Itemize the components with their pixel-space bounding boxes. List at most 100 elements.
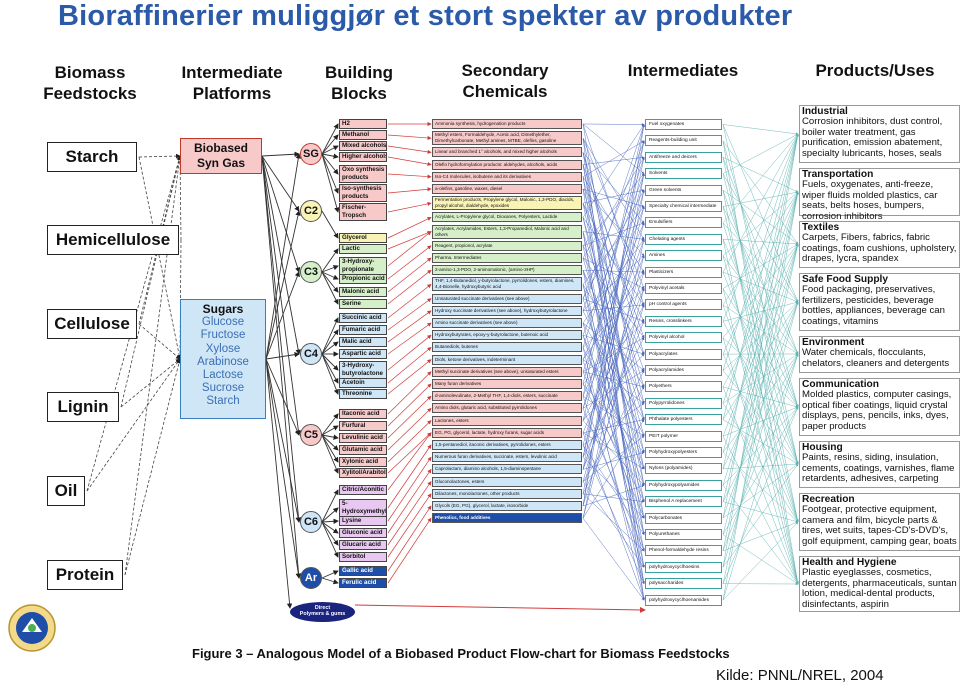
building-block: 3-Hydroxy-butyrolactone: [339, 361, 387, 379]
flow-arrow: [582, 270, 645, 404]
flow-arrow: [321, 265, 339, 273]
flow-arrow: [722, 301, 799, 519]
flow-arrow: [582, 217, 645, 437]
flow-arrow: [582, 124, 645, 507]
flow-arrow: [722, 353, 799, 551]
intermediate-item: Phenol-formaldehyde resins: [645, 545, 722, 557]
flow-arrow: [582, 152, 645, 355]
flow-arrow: [582, 304, 645, 421]
flow-arrow: [582, 270, 645, 453]
flow-arrow: [321, 521, 339, 558]
group-ar: Ar: [300, 567, 322, 589]
flow-arrow: [387, 217, 432, 239]
flow-arrow: [722, 463, 799, 568]
product-use-text: Fuels, oxygenates, anti-freeze, wiper fl…: [802, 179, 938, 222]
flow-arrow: [582, 271, 645, 470]
product-use-text: Corrosion inhibitors, dust control, boil…: [802, 116, 943, 159]
secondary-chemical: Glycols (EG, PG), glycerol, lactate, iso…: [432, 501, 582, 511]
flow-arrow: [387, 383, 432, 427]
product-use-text: Carpets, Fibers, fabrics, fabric coating…: [802, 232, 957, 265]
building-block: Glycerol: [339, 233, 387, 243]
flow-arrow: [321, 353, 339, 384]
flow-arrow: [582, 383, 645, 503]
intermediate-item: Chelating agents: [645, 233, 722, 245]
flow-arrow: [722, 243, 799, 486]
flow-arrow: [321, 271, 339, 293]
flow-arrow: [582, 189, 645, 204]
flow-arrow: [582, 359, 645, 585]
flow-arrow: [582, 206, 645, 285]
flow-arrow: [582, 419, 645, 519]
building-block: Ferulic acid: [339, 578, 387, 588]
product-use-heading: Industrial: [802, 106, 848, 117]
intermediate-item: Polyacrylamides: [645, 365, 722, 376]
flow-arrow: [582, 123, 645, 174]
flow-arrow: [722, 353, 799, 601]
flow-arrow: [722, 124, 799, 465]
feedstock-protein: Protein: [47, 560, 123, 590]
flow-arrow: [387, 145, 432, 154]
flow-arrow: [387, 493, 432, 558]
intermediate-item: Fuel oxygenates: [645, 119, 722, 130]
product-use-heading: Housing: [802, 442, 843, 453]
flow-arrow: [722, 301, 799, 568]
flow-arrow: [321, 153, 340, 213]
flow-arrow: [321, 210, 339, 239]
secondary-chemical: Iso-C4 molecules, isobutene and its deri…: [432, 171, 582, 182]
flow-arrow: [582, 156, 645, 259]
flow-arrow: [582, 481, 645, 568]
flow-arrow: [722, 173, 799, 465]
flow-arrow: [265, 358, 293, 609]
direct-label: Direct Polymers & gums: [299, 605, 346, 617]
header-products-uses: Products/Uses: [815, 61, 935, 80]
intermediate-item: Plasticizers: [645, 266, 722, 278]
flow-arrow: [124, 358, 182, 576]
secondary-chemical: EG, PG, glycerol, lactate, hydroxy furan…: [432, 427, 582, 438]
building-block: Levulinic acid: [339, 433, 387, 443]
flow-arrow: [722, 133, 799, 224]
flow-arrow: [120, 155, 182, 408]
flow-arrow: [387, 359, 432, 395]
building-block: Xylonic acid: [339, 457, 387, 467]
flow-arrow: [387, 432, 432, 474]
flow-arrow: [582, 164, 645, 470]
flow-arrow: [321, 577, 339, 585]
intermediate-item: polysaccharides: [645, 578, 722, 590]
flow-arrow: [387, 420, 432, 463]
flow-arrow: [86, 155, 182, 492]
flow-arrow: [582, 432, 645, 470]
flow-arrow: [582, 420, 645, 486]
product-use-text: Molded plastics, computer casings, optic…: [802, 389, 952, 432]
flow-arrow: [387, 334, 432, 371]
flow-arrow: [321, 521, 339, 546]
building-block: 3-Hydroxy-propionate: [339, 257, 387, 275]
building-block: Acetoin: [339, 378, 387, 388]
flow-arrow: [582, 383, 645, 453]
secondary-chemical: Numerous furan derivatives, succinate, e…: [432, 452, 582, 463]
flow-arrow: [387, 156, 432, 167]
flow-arrow: [265, 271, 300, 360]
flow-arrow: [582, 138, 645, 240]
flow-arrow: [321, 434, 339, 451]
flow-arrow: [722, 403, 799, 523]
flow-arrow: [582, 457, 645, 519]
flow-arrow: [86, 358, 181, 492]
flow-arrow: [387, 395, 432, 439]
flow-arrow: [722, 370, 799, 465]
flow-arrow: [321, 353, 339, 395]
product-use-heading: Safe Food Supply: [802, 274, 889, 285]
flow-arrow: [722, 191, 799, 601]
flow-arrow: [387, 269, 432, 305]
secondary-chemical: Acrylates, Acrylamides, Esters, 1,3-Prop…: [432, 224, 582, 239]
flow-arrow: [582, 189, 645, 409]
flow-arrow: [722, 272, 799, 465]
flow-arrow: [138, 323, 181, 360]
flow-arrow: [722, 419, 799, 465]
product-use-heading: Communication: [802, 379, 879, 390]
flow-arrow: [582, 484, 645, 507]
flow-arrow: [722, 157, 799, 193]
flow-arrow: [722, 452, 799, 523]
